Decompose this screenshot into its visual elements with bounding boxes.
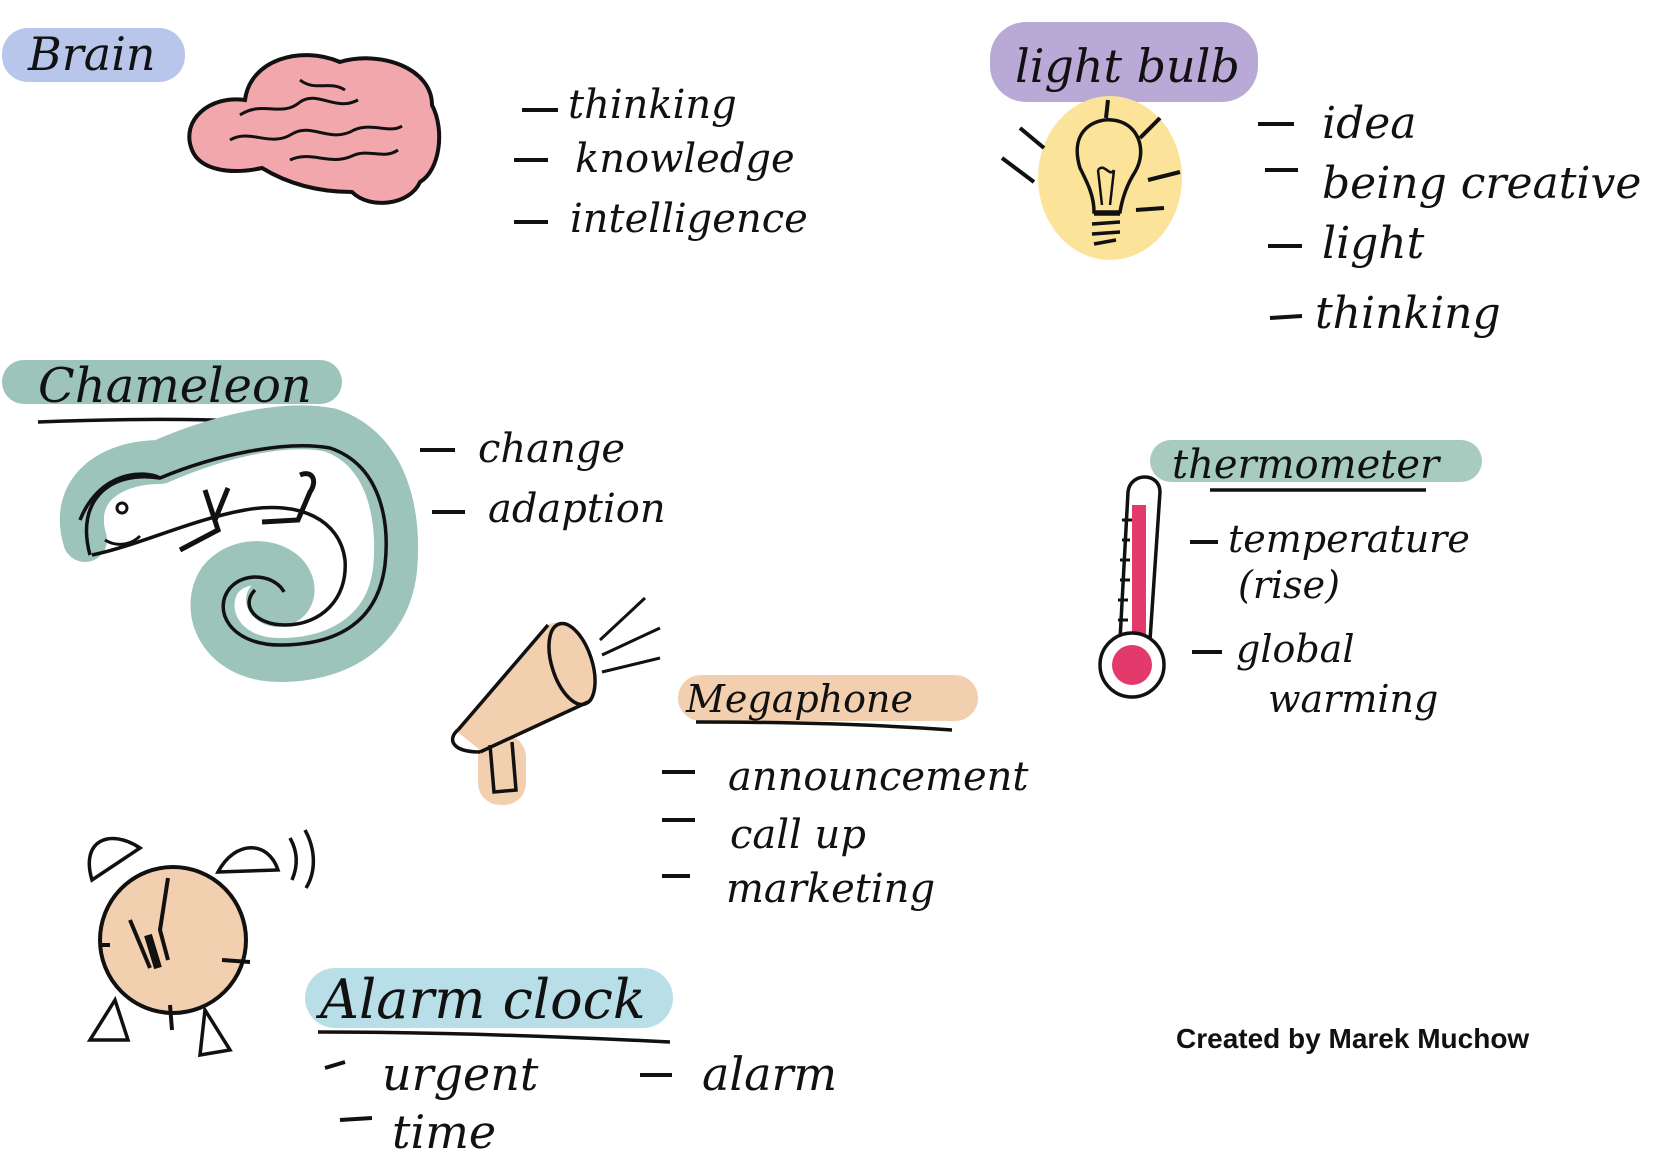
chameleon-icon xyxy=(59,405,419,682)
chameleon-section: Chameleon change adaption xyxy=(2,358,666,682)
brain-list: thinking knowledge intelligence xyxy=(514,82,808,242)
thermo-item: global xyxy=(1236,627,1355,671)
bulb-item: thinking xyxy=(1315,288,1501,339)
chameleon-label-highlight xyxy=(2,360,342,404)
megaphone-icon xyxy=(450,596,661,805)
thermo-item: warming xyxy=(1268,677,1438,721)
chameleon-list: change adaption xyxy=(420,426,666,532)
bulb-label-highlight xyxy=(990,22,1258,102)
credit-text: Created by Marek Muchow xyxy=(1176,1023,1529,1054)
thermometer-icon xyxy=(1098,475,1166,699)
megaphone-item: announcement xyxy=(728,754,1029,800)
chameleon-item: change xyxy=(478,426,625,472)
bulb-item: being creative xyxy=(1322,158,1641,209)
brain-item: knowledge xyxy=(575,136,795,182)
brain-section: Brain thinking knowledge intelligence xyxy=(2,27,808,242)
thermo-item: (rise) xyxy=(1238,563,1340,607)
alarm-item: alarm xyxy=(702,1047,837,1101)
brain-item: intelligence xyxy=(570,196,808,242)
brain-item: thinking xyxy=(568,82,737,128)
alarm-clock-section: Alarm clock urgent alarm time xyxy=(86,829,837,1159)
megaphone-item: marketing xyxy=(726,866,935,912)
thermo-list: temperature (rise) global warming xyxy=(1190,517,1470,721)
alarm-label: Alarm clock xyxy=(315,968,646,1031)
chameleon-label: Chameleon xyxy=(38,358,312,414)
bulb-item: light xyxy=(1322,218,1425,269)
bulb-label: light bulb xyxy=(1015,39,1240,93)
brain-icon xyxy=(187,53,442,205)
alarm-item: time xyxy=(392,1105,496,1159)
brain-label-highlight xyxy=(2,28,185,82)
bulb-list: idea being creative light thinking xyxy=(1258,98,1641,339)
megaphone-label-highlight xyxy=(678,675,978,721)
megaphone-list: announcement call up marketing xyxy=(662,754,1029,912)
megaphone-section: Megaphone announcement call up marketing xyxy=(450,596,1029,912)
megaphone-item: call up xyxy=(730,812,866,858)
thermo-label-highlight xyxy=(1150,440,1482,482)
brain-label: Brain xyxy=(27,27,156,81)
thermo-label: thermometer xyxy=(1172,442,1442,488)
light-bulb-section: light bulb idea being creative light thi… xyxy=(990,22,1641,339)
thermometer-section: thermometer temperature (rise) global wa… xyxy=(1098,440,1482,721)
megaphone-label: Megaphone xyxy=(685,677,913,721)
chameleon-item: adaption xyxy=(488,486,666,532)
alarm-clock-icon xyxy=(86,829,316,1058)
bulb-item: idea xyxy=(1322,98,1417,149)
alarm-item: urgent xyxy=(382,1047,539,1101)
light-bulb-icon xyxy=(1000,96,1182,260)
alarm-list: urgent alarm time xyxy=(324,1047,837,1159)
thermo-item: temperature xyxy=(1228,517,1470,561)
alarm-label-highlight xyxy=(305,968,673,1028)
